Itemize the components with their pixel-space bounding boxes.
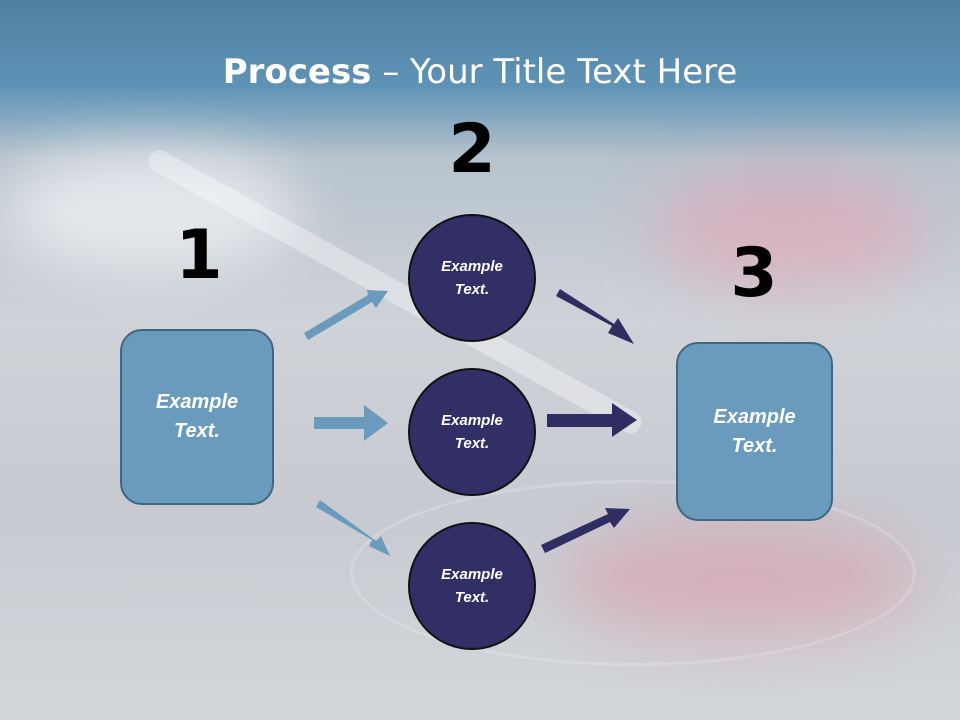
step-2-circle-middle: Example Text.	[408, 368, 536, 496]
arrow-middle-to-3	[547, 403, 637, 437]
step-2-circle-bottom: Example Text.	[408, 522, 536, 650]
arrow-top-to-3	[556, 289, 634, 344]
step-1-box: Example Text.	[120, 329, 274, 505]
arrow-bottom-to-3	[541, 508, 630, 553]
step-2-bottom-text: Example Text.	[441, 566, 503, 606]
arrow-1-to-top	[304, 290, 388, 340]
dark-arrows	[541, 289, 637, 553]
step-1-text: Example Text.	[155, 391, 239, 442]
slide-title: Process – Your Title Text Here	[222, 52, 738, 92]
step-2-middle-text: Example Text.	[441, 412, 503, 452]
step-number-1: 1	[175, 216, 223, 295]
step-number-2: 2	[448, 110, 496, 189]
arrow-1-to-bottom	[316, 500, 390, 556]
arrow-1-to-middle	[314, 405, 388, 441]
step-2-circle-top: Example Text.	[408, 214, 536, 342]
step-number-3: 3	[730, 234, 778, 313]
step-3-text: Example Text.	[713, 405, 796, 457]
light-arrows	[304, 290, 390, 556]
step-2-top-text: Example Text.	[441, 258, 503, 298]
step-3-box: Example Text.	[676, 342, 833, 521]
